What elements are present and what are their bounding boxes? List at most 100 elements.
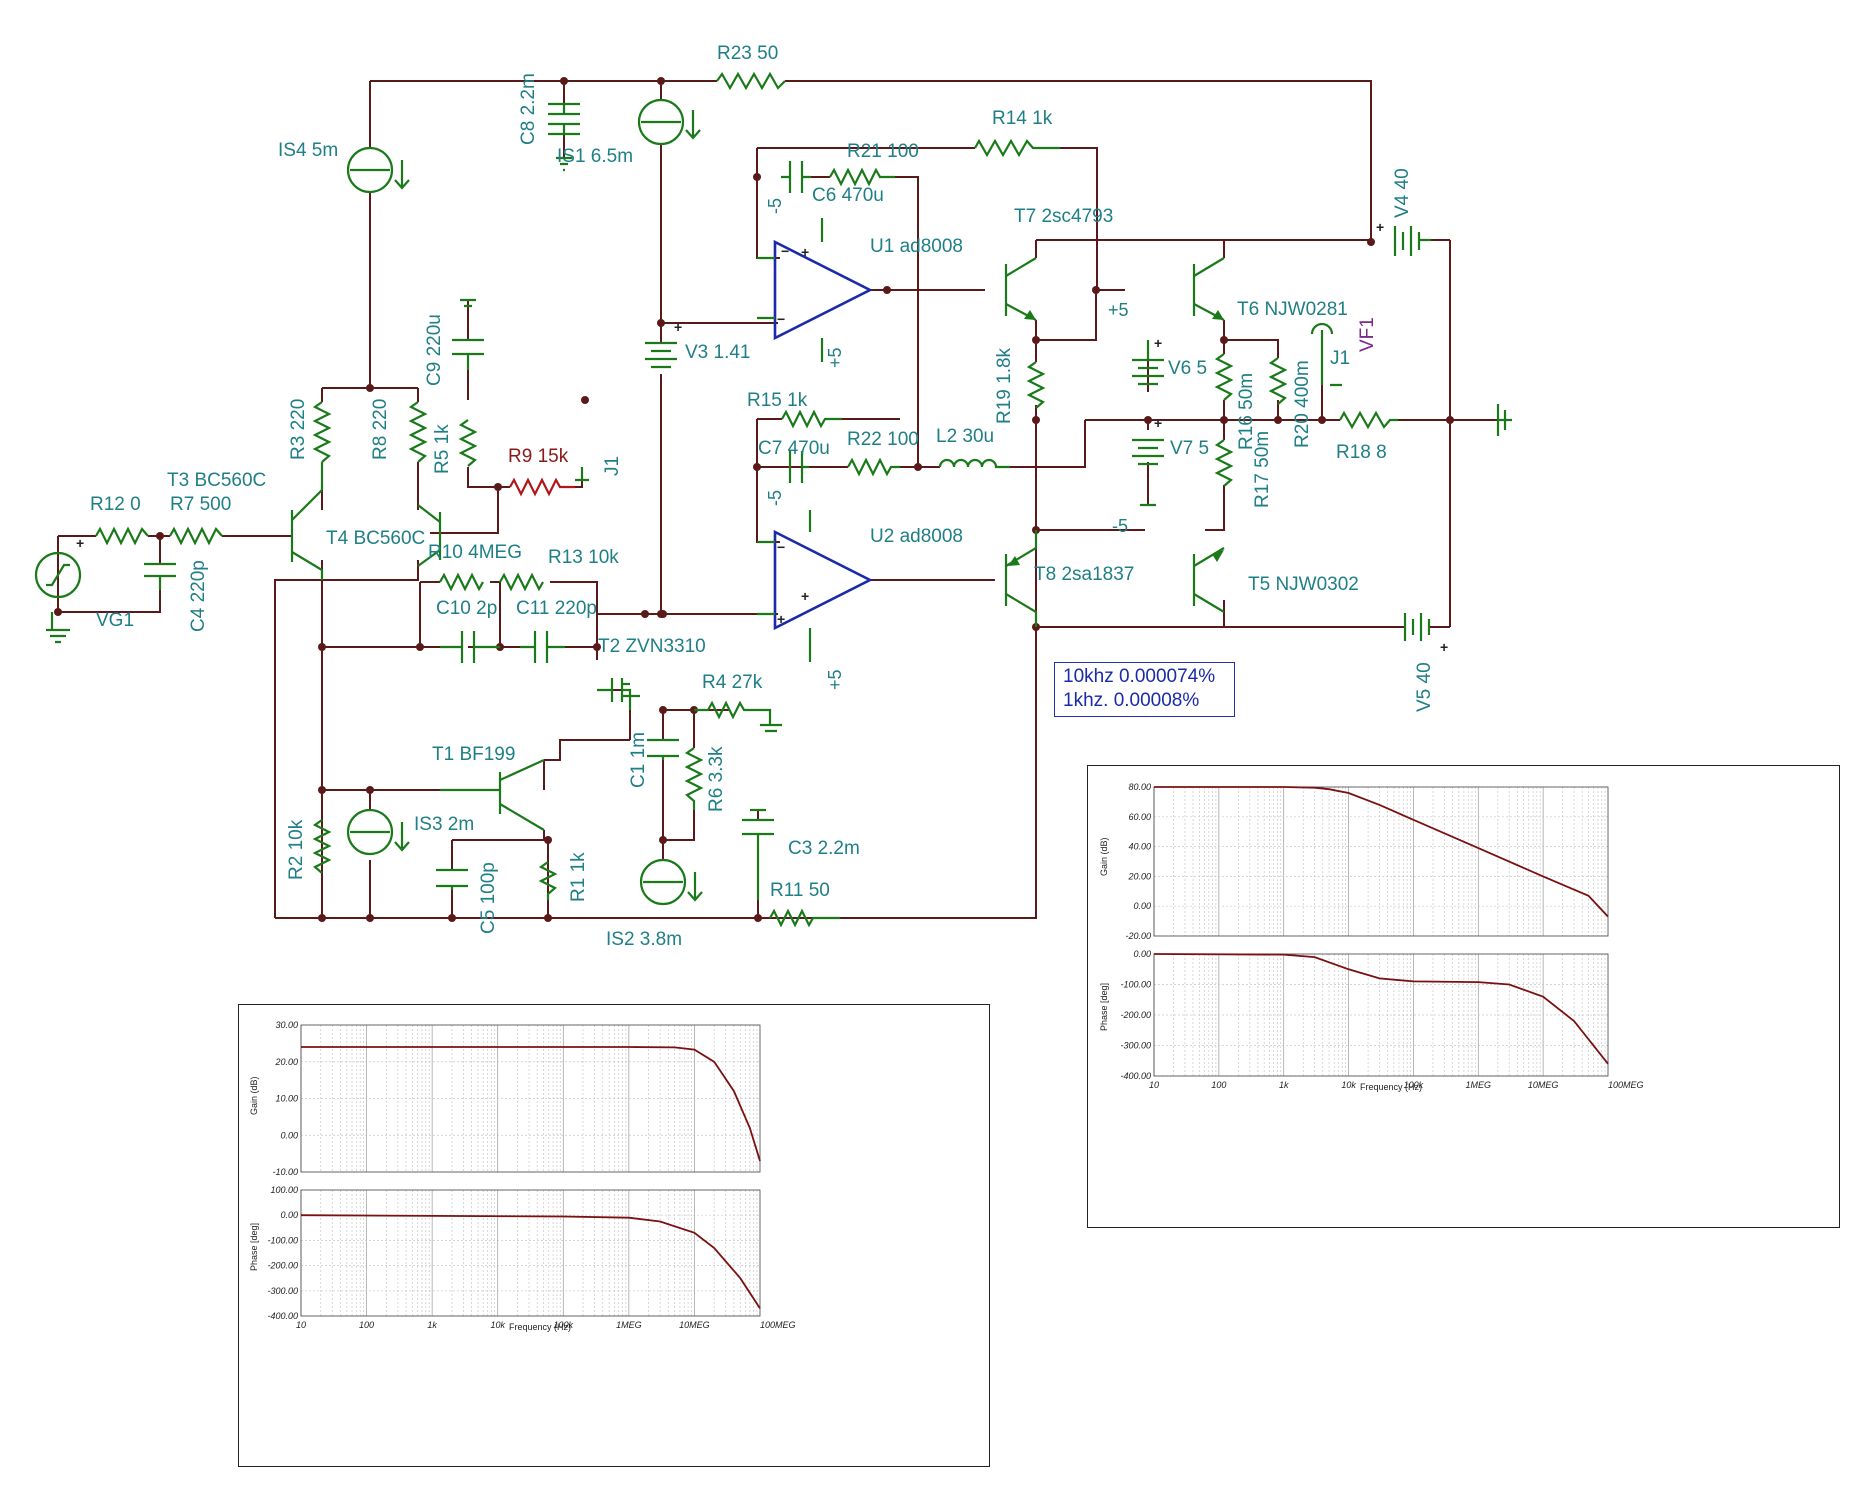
left-plot-grid [300,1024,761,1317]
r21-label: R21 100 [847,141,919,162]
y-tick-label: 80.00 [1128,782,1151,792]
u1-pos-supply-label: +5 [825,347,845,368]
r1-label: R1 1k [568,852,589,902]
svg-text:−: − [777,311,785,327]
r15-label: R15 1k [747,390,808,411]
r14-label: R14 1k [992,108,1053,129]
x-tick-label: 100MEG [760,1320,796,1330]
y-tick-label: -20.00 [1125,931,1151,941]
y-tick-label: 10.00 [275,1094,298,1104]
c4-capacitor-icon [144,562,176,590]
v7-battery-icon [1132,438,1164,507]
v3-battery-icon [645,341,677,369]
x-tick-label: 10MEG [679,1320,710,1330]
t1-transistor-icon [440,758,545,831]
u2-neg-supply-label: -5 [765,490,785,506]
c3-label: C3 2.2m [788,838,860,859]
x-tick-label: 100MEG [1608,1080,1644,1090]
u2-pos-supply-label: +5 [825,669,845,690]
x-tick-label: 10 [296,1320,306,1330]
phase-curve [300,1214,761,1309]
c6-label: C6 470u [812,185,884,206]
c8-label: C8 2.2m [518,73,539,145]
u1-neg-supply-label: -5 [765,198,785,214]
gain-curve [1154,786,1609,918]
j1-right-label: J1 [1330,348,1350,369]
t6-transistor-icon [1192,257,1225,321]
right-plot-ticks: 80.0060.0040.0020.000.00-20.000.00-100.0… [1120,782,1643,1090]
vg1-source-icon [34,551,82,644]
junctions [54,77,1454,922]
j1-left-label: J1 [602,456,623,476]
r3-label: R3 220 [288,399,309,460]
c1-label: C1 1m [628,732,649,788]
y-tick-label: -300.00 [1120,1041,1151,1051]
ground-right-icon [1496,404,1512,436]
x-tick-label: 1MEG [1466,1080,1492,1090]
v3-label: V3 1.41 [685,342,751,363]
c11-label: C11 220p [516,598,597,619]
plot-area-border [1153,786,1609,937]
plot-area-border [300,1189,761,1317]
left-plot-curves [300,1046,761,1309]
y-tick-label: 30.00 [275,1020,298,1030]
plot-area-border [300,1024,761,1173]
r8-resistor-icon [408,401,428,463]
t6-label: T6 NJW0281 [1237,299,1348,320]
t3-transistor-icon [290,462,324,580]
c11-capacitor-icon [520,631,565,663]
r13-label: R13 10k [548,547,619,568]
svg-text:−: − [777,539,785,555]
right-phase-ylabel: Phase [deg] [1099,983,1109,1031]
y-tick-label: 100.00 [270,1185,298,1195]
t4-transistor-icon [417,504,442,567]
x-tick-label: 100k [554,1320,574,1330]
t5-label: T5 NJW0302 [1248,574,1359,595]
t7-label: T7 2sc4793 [1014,206,1113,227]
right-xlabel: Frequency (Hz) [1360,1082,1422,1092]
c9-label: C9 220u [424,314,445,386]
r1-resistor-icon [538,861,558,900]
gain-curve [301,1046,761,1162]
r11-label: R11 50 [770,880,830,901]
j1-left-terminal-icon [575,467,589,482]
r4-label: R4 27k [702,672,763,693]
r6-label: R6 3.3k [706,746,727,812]
r18-resistor-icon [1339,410,1398,430]
t7-transistor-icon [1004,257,1037,321]
r17-resistor-icon [1214,439,1234,487]
y-tick-label: -400.00 [267,1311,298,1321]
vg1-label: VG1 [96,610,134,631]
t5-transistor-icon [1192,547,1225,613]
x-tick-label: 1MEG [616,1320,642,1330]
left-gain-ylabel: Gain (dB) [249,1076,259,1115]
c1-capacitor-icon [647,738,679,760]
r12-label: R12 0 [90,494,141,515]
r23-resistor-icon [716,71,786,91]
c6-capacitor-icon [781,161,811,193]
c5-label: C5 100p [478,862,499,934]
c9-capacitor-icon [452,298,484,370]
right-plot-grid [1153,786,1609,1077]
r10-resistor-icon [439,572,484,592]
is3-current-source-icon [346,808,410,856]
x-tick-label: 100 [1211,1080,1226,1090]
r9-resistor-icon [509,477,575,497]
y-tick-label: -400.00 [1120,1071,1151,1081]
r7-resistor-icon [169,526,223,546]
r9-label: R9 15k [508,446,569,467]
vf1-probe-icon [1310,322,1342,387]
v5-label: V5 40 [1414,662,1435,712]
r20-resistor-icon [1268,357,1288,405]
r12-resistor-icon [95,526,149,546]
r22-label: R22 100 [847,429,919,450]
y-tick-label: 0.00 [1133,949,1151,959]
c7-capacitor-icon [788,451,809,483]
y-tick-label: -100.00 [1120,980,1151,990]
is1-current-source-icon [637,98,701,146]
c7-label: C7 470u [758,438,830,459]
r2-resistor-icon [312,819,332,874]
svg-text:+: + [674,319,682,335]
c3-capacitor-icon [742,808,774,900]
